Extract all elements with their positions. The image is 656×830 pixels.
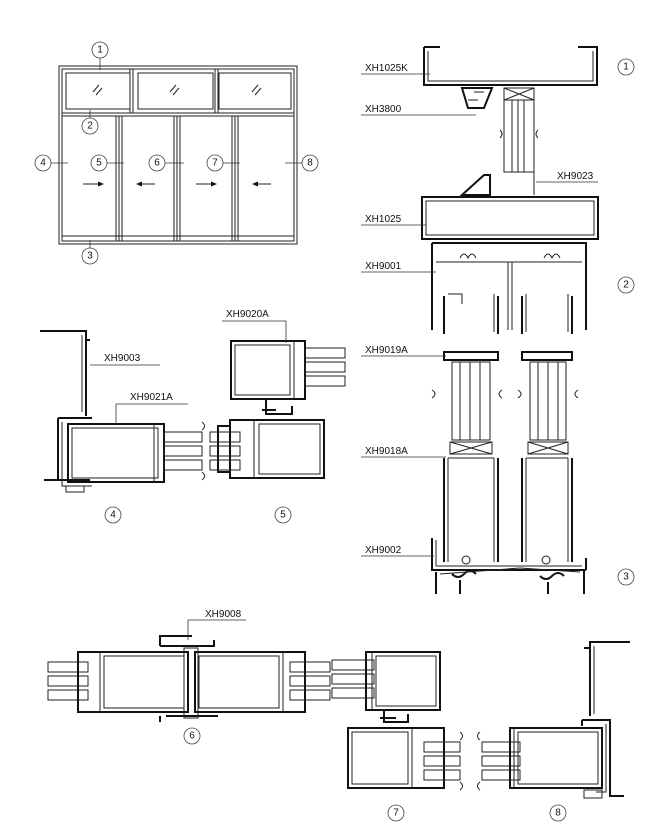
label-xh9001: XH9001 — [365, 261, 402, 272]
svg-text:8: 8 — [307, 158, 313, 169]
detail-6-right-glass — [289, 661, 331, 701]
svg-text:5: 5 — [96, 158, 102, 169]
svg-text:4: 4 — [110, 510, 116, 521]
svg-text:7: 7 — [212, 158, 218, 169]
svg-text:2: 2 — [623, 280, 629, 291]
detail-6-left-glass — [47, 661, 89, 701]
section-callout-1: 1 — [617, 58, 635, 76]
elevation-callout-5: 5 — [90, 154, 108, 172]
elevation-callout-3: 3 — [81, 247, 99, 265]
label-xh9021a: XH9021A — [130, 392, 173, 403]
detail-7: 7 — [331, 651, 463, 822]
label-xh9008: XH9008 — [205, 609, 242, 620]
svg-text:8: 8 — [555, 808, 561, 819]
detail-4: XH9003 XH9021A 4 — [40, 330, 205, 524]
detail-5-upper-glass — [304, 347, 346, 387]
svg-text:6: 6 — [189, 731, 195, 742]
detail-5-number: 5 — [274, 506, 292, 524]
label-xh9002: XH9002 — [365, 545, 402, 556]
elevation-callout-4: 4 — [34, 154, 52, 172]
label-xh9018a: XH9018A — [365, 446, 408, 457]
detail-7-upper-glass — [331, 659, 375, 699]
svg-text:4: 4 — [40, 158, 46, 169]
sash-glass — [431, 361, 579, 441]
elevation-callout-1: 1 — [91, 41, 109, 59]
label-xh9020a: XH9020A — [226, 309, 269, 320]
elevation-callout-8: 8 — [301, 154, 319, 172]
detail-5: XH9020A 5 — [209, 309, 346, 524]
label-xh1025k: XH1025K — [365, 63, 408, 74]
svg-text:7: 7 — [393, 808, 399, 819]
label-xh1025: XH1025 — [365, 214, 402, 225]
label-xh9023: XH9023 — [557, 171, 594, 182]
label-xh3800: XH3800 — [365, 104, 402, 115]
detail-7-number: 7 — [387, 804, 405, 822]
label-xh9019a: XH9019A — [365, 345, 408, 356]
door-elevation: 1 2 3 4 5 6 7 8 — [34, 41, 319, 265]
detail-8: 8 — [477, 641, 630, 822]
detail-5-lower-glass — [209, 431, 241, 471]
detail-8-number: 8 — [549, 804, 567, 822]
elevation-callout-7: 7 — [206, 154, 224, 172]
detail-7-lower-glass — [423, 731, 463, 791]
detail-4-glass — [163, 421, 205, 481]
section-callout-3: 3 — [617, 568, 635, 586]
vertical-section: XH1025K XH3800 XH9023 XH1025 XH9001 XH90… — [361, 46, 635, 594]
svg-text:2: 2 — [87, 121, 93, 132]
detail-8-glass — [477, 731, 521, 791]
section-callout-2: 2 — [617, 276, 635, 294]
upper-glass — [499, 99, 539, 173]
elevation-callout-6: 6 — [148, 154, 166, 172]
detail-6-number: 6 — [183, 727, 201, 745]
svg-text:1: 1 — [623, 62, 629, 73]
elevation-callout-2: 2 — [81, 117, 99, 135]
svg-text:3: 3 — [623, 572, 629, 583]
slide-direction-arrows — [83, 181, 271, 187]
svg-text:3: 3 — [87, 251, 93, 262]
detail-4-number: 4 — [104, 506, 122, 524]
label-xh9003: XH9003 — [104, 353, 141, 364]
svg-text:1: 1 — [97, 45, 103, 56]
svg-text:6: 6 — [154, 158, 160, 169]
detail-6: XH9008 6 — [47, 609, 331, 745]
svg-text:5: 5 — [280, 510, 286, 521]
